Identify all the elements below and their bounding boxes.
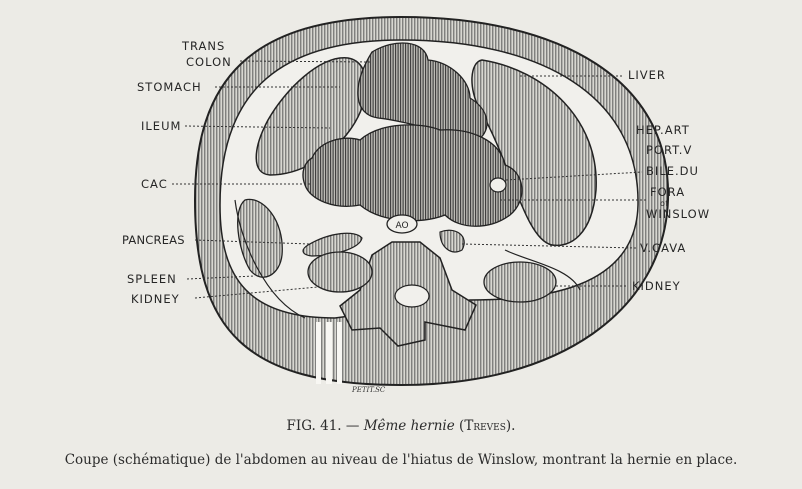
label-stomach: STOMACH	[137, 80, 202, 94]
label-kidney-right: KIDNEY	[632, 279, 681, 293]
label-hep-art: HEP.ART	[636, 123, 690, 137]
scan-artifact	[326, 322, 332, 384]
figure-caption: FIG. 41. — Même hernie (Treves).	[0, 418, 802, 434]
source-close: ).	[506, 418, 516, 434]
figure-source: Treves	[464, 418, 506, 434]
label-kidney-left: KIDNEY	[131, 292, 180, 306]
label-winslow: WINSLOW	[646, 207, 710, 221]
label-pancreas: PANCREAS	[122, 233, 185, 247]
scan-artifact	[316, 322, 321, 384]
figure-title: Même hernie	[364, 418, 455, 434]
right-kidney	[484, 262, 556, 302]
label-cac: CAC	[141, 177, 168, 191]
label-fora: FORA	[650, 185, 685, 199]
engraver-signature: PETIT.SC	[351, 386, 386, 394]
label-spleen: SPLEEN	[127, 272, 177, 286]
aorta-label: AO	[395, 221, 408, 231]
label-v-cava: V.CAVA	[640, 241, 686, 255]
label-colon: COLON	[186, 55, 232, 69]
figure-number: FIG. 41.	[287, 418, 342, 434]
spinal-canal	[395, 285, 429, 307]
portal-structures	[490, 178, 506, 192]
label-trans: TRANS	[181, 39, 225, 53]
label-liver: LIVER	[628, 68, 666, 82]
scan-artifact	[337, 322, 342, 384]
figure-legend: Coupe (schématique) de l'abdomen au nive…	[0, 452, 802, 468]
left-kidney	[308, 252, 372, 292]
label-ileum: ILEUM	[141, 119, 181, 133]
label-port-v: PORT.V	[646, 143, 692, 157]
caption-dash: —	[346, 418, 360, 434]
label-bile-du: BILE.DU	[646, 164, 699, 178]
